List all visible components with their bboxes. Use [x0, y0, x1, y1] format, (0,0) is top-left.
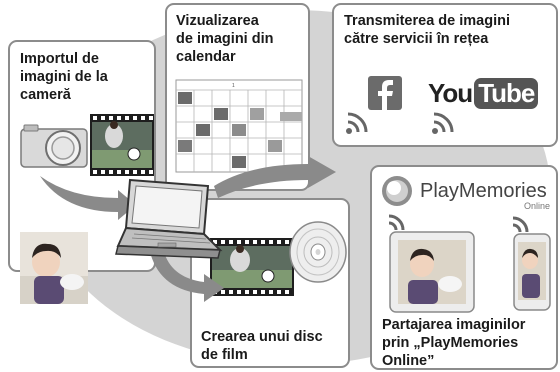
- youtube-logo: You Tube: [428, 76, 539, 110]
- smartphone-device-icon: [513, 233, 551, 311]
- child-photo: [20, 232, 88, 304]
- camera-icon: [20, 124, 88, 168]
- svg-text:1: 1: [232, 83, 235, 89]
- arrow-laptop-to-disc: [150, 252, 224, 302]
- playmemories-logo-text: PlayMemories: [420, 180, 547, 202]
- import-caption: Importul de imagini de la cameră: [20, 51, 108, 103]
- optical-disc-icon: [289, 221, 347, 283]
- wireless-signal-icon: [432, 112, 454, 134]
- playmemories-logo-icon: [382, 176, 412, 206]
- wireless-signal-icon: [388, 214, 405, 231]
- playmemories-caption: Partajarea imaginilor prin „PlayMemories…: [382, 317, 526, 369]
- wireless-signal-icon: [512, 216, 529, 233]
- tablet-device-icon: [389, 231, 475, 313]
- arrow-laptop-to-services: [214, 156, 336, 198]
- facebook-logo-icon: [368, 76, 402, 110]
- disc-film-strip: [210, 238, 294, 296]
- disc-caption: Crearea unui disc de film: [201, 329, 323, 363]
- wireless-signal-icon: [346, 112, 368, 134]
- youtube-logo-tube: Tube: [474, 77, 539, 109]
- playmemories-logo-subtext: Online: [524, 201, 551, 211]
- services-caption: Transmiterea de imagini către servicii î…: [344, 13, 511, 47]
- services-panel: [332, 3, 558, 147]
- arrow-import-to-laptop: [40, 176, 136, 220]
- soccer-film-strip: [90, 114, 154, 176]
- calendar-grid: 1: [175, 79, 303, 173]
- calendar-caption: Vizualizarea de imagini din calendar: [176, 13, 274, 65]
- youtube-logo-you: You: [428, 77, 473, 108]
- laptop-computer-icon: [115, 178, 223, 259]
